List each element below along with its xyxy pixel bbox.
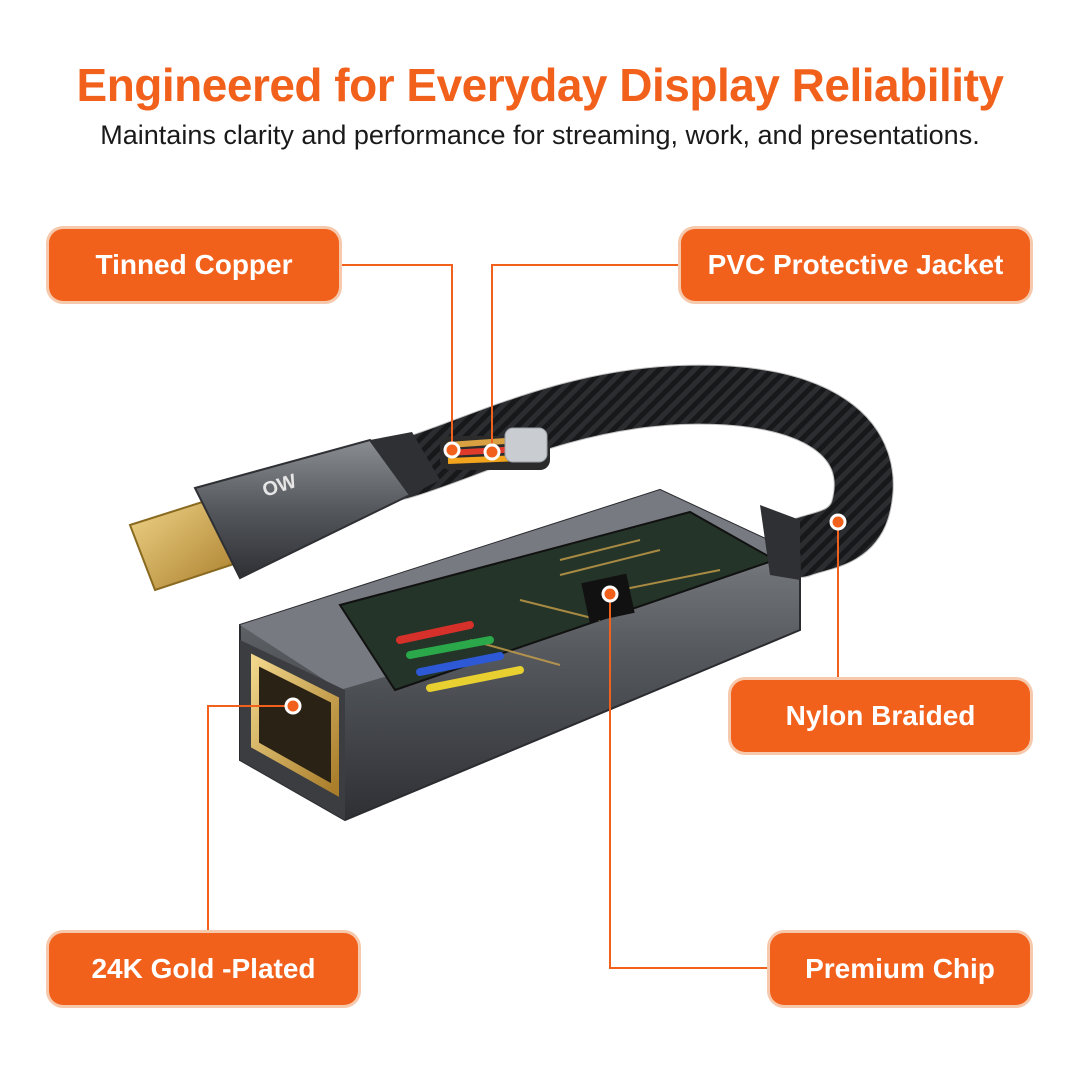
mini-displayport-housing: [193, 432, 440, 580]
callout-tinned-copper: Tinned Copper: [49, 229, 339, 301]
adapter-body: [239, 488, 801, 822]
page-title: Engineered for Everyday Display Reliabil…: [76, 59, 1004, 111]
callout-premium-chip: Premium Chip: [770, 933, 1030, 1005]
callout-pvc-protective-jacket: PVC Protective Jacket: [681, 229, 1030, 301]
gold-plated-port: [251, 653, 339, 797]
callout-nylon-braided: Nylon Braided: [731, 680, 1030, 752]
callout-24k-gold-plated: 24K Gold -Plated: [49, 933, 358, 1005]
page-subtitle: Maintains clarity and performance for st…: [100, 120, 980, 150]
